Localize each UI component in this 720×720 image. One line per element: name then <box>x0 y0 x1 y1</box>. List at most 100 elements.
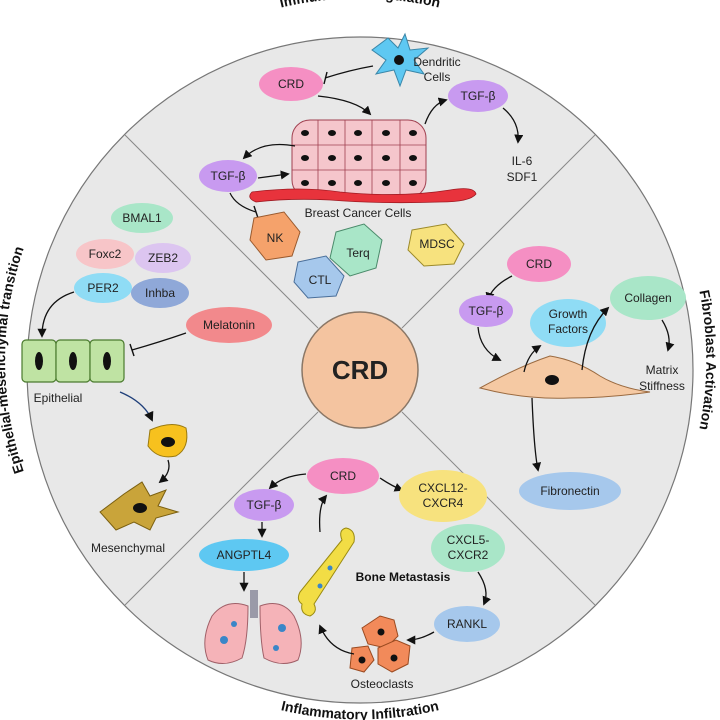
rankl-pill <box>434 606 500 642</box>
fibroblast-section: CRD TGF-β Growth Factors Collagen Matrix… <box>459 246 686 510</box>
dendritic-label-1: Dendritic <box>413 55 460 69</box>
cxcl12-pill <box>399 470 487 522</box>
fibro-tgfb-pill <box>459 295 513 327</box>
osteoclasts-label: Osteoclasts <box>351 677 414 691</box>
fibroblast-nucleus-icon <box>545 375 559 385</box>
center-label: CRD <box>332 355 388 385</box>
divider-nw <box>124 134 319 329</box>
melatonin-label: Melatonin <box>203 318 255 332</box>
sdf1-label: SDF1 <box>507 170 538 184</box>
arrow-bone-crd <box>317 494 328 533</box>
arrow-epithelial-transition <box>119 391 154 422</box>
growth-factors-label-1: Growth <box>549 307 588 321</box>
zeb2-pill <box>135 243 191 273</box>
arrow-osteoclasts-bone <box>318 624 355 655</box>
inhibit-crd-dendritic <box>324 65 374 79</box>
center-circle <box>301 311 419 429</box>
fibro-tgfb-label: TGF-β <box>469 304 504 318</box>
inhba-pill <box>131 278 189 308</box>
inflam-crd-label: CRD <box>330 469 356 483</box>
inhibit-bar <box>323 71 328 85</box>
cxcl5-label-2: CXCR2 <box>448 548 489 562</box>
terq-label: Terq <box>346 246 369 260</box>
epithelial-cells-icon <box>21 339 125 383</box>
emt-section: BMAL1 Foxc2 ZEB2 PER2 Inhba Melatonin Ep… <box>21 203 272 555</box>
fibronectin-label: Fibronectin <box>540 484 599 498</box>
matrix-label-2: Stiffness <box>639 379 685 393</box>
ctl-label: CTL <box>309 273 332 287</box>
arrow-tgfb-fibroblast <box>477 326 502 361</box>
ctl-cell-icon <box>293 255 345 299</box>
angptl4-pill <box>199 539 289 571</box>
transitioning-nucleus-icon <box>161 437 175 447</box>
mesenchymal-nucleus-icon <box>133 503 147 513</box>
divider-ne <box>401 134 596 329</box>
inflam-tgfb-pill <box>234 489 294 521</box>
title-fibroblast: Fibroblast Activation <box>696 289 719 432</box>
melatonin-pill <box>186 307 272 343</box>
immune-tgfb-left-pill <box>199 160 257 192</box>
epithelial-label: Epithelial <box>34 391 83 405</box>
breast-cancer-cells-icon <box>291 119 427 199</box>
per2-label: PER2 <box>87 281 119 295</box>
inhibit-bar-epithelial <box>129 343 135 357</box>
inhibit-melatonin-epithelial <box>131 332 187 351</box>
fibro-crd-label: CRD <box>526 257 552 271</box>
bmal1-label: BMAL1 <box>122 211 162 225</box>
rankl-label: RANKL <box>447 617 487 631</box>
lungs-icon <box>204 590 302 664</box>
immune-crd-label: CRD <box>278 77 304 91</box>
angptl4-label: ANGPTL4 <box>217 548 272 562</box>
arrow-tumor-tgfb-left <box>242 143 296 160</box>
terq-cell-icon <box>329 223 383 277</box>
arrow-tumor-tgfb <box>424 97 448 125</box>
divider-se <box>401 411 596 606</box>
nk-cell-icon <box>249 211 301 261</box>
arrow-rankl-osteoclasts <box>406 631 435 645</box>
inhibit-bar-nk <box>253 205 259 219</box>
arrow-cxcl5-rankl <box>477 571 492 606</box>
arrow-crd-tgfb-bottom <box>268 473 307 490</box>
cxcl12-label-2: CXCR4 <box>423 496 464 510</box>
immune-tgfb-right-pill <box>448 80 508 112</box>
foxc2-pill <box>76 239 134 269</box>
mdsc-label: MDSC <box>419 237 455 251</box>
bmal1-pill <box>111 203 173 233</box>
immune-tgfb-left-label: TGF-β <box>211 169 246 183</box>
arrow-crd-to-tumor <box>317 95 372 116</box>
inhba-label: Inhba <box>145 286 175 300</box>
arrow-tgfb-tumor <box>257 170 290 180</box>
cxcl12-label-1: CXCL12- <box>418 481 467 495</box>
inflammatory-section: CRD TGF-β ANGPTL4 Bone Metastasis CXCL12… <box>199 458 505 691</box>
inflam-tgfb-label: TGF-β <box>247 498 282 512</box>
osteoclasts-icon <box>349 615 411 673</box>
title-immune: Immune Cell Regulation <box>278 0 442 11</box>
growth-factors-label-2: Factors <box>548 322 588 336</box>
mesenchymal-label: Mesenchymal <box>91 541 165 555</box>
fibroblast-cell-icon <box>478 355 651 399</box>
collagen-label: Collagen <box>624 291 671 305</box>
collagen-pill <box>610 276 686 320</box>
arrow-fibroblast-fibronectin <box>531 397 542 472</box>
matrix-label-1: Matrix <box>646 363 679 377</box>
arrow-genes-epithelial <box>37 291 75 338</box>
mdsc-cell-icon <box>407 223 465 267</box>
immune-crd-pill <box>259 67 323 101</box>
arrow-collagen-matrix <box>661 319 675 352</box>
immune-tgfb-right-label: TGF-β <box>461 89 496 103</box>
cxcl5-pill <box>431 524 505 572</box>
fibronectin-pill <box>519 472 621 510</box>
arrow-tgfb-il6 <box>502 107 524 144</box>
dendritic-label-2: Cells <box>424 70 451 84</box>
growth-factors-pill <box>530 299 606 347</box>
bone-icon <box>297 527 355 617</box>
inflam-crd-pill <box>307 458 379 494</box>
per2-pill <box>74 273 132 303</box>
divider-sw <box>124 411 319 606</box>
arrow-fibroblast-collagen <box>581 306 610 371</box>
inhibit-tgfb-nk <box>229 192 257 213</box>
arrow-to-mesenchymal <box>158 459 170 484</box>
bone-metastasis-label: Bone Metastasis <box>356 570 451 584</box>
fibro-crd-pill <box>507 246 571 282</box>
